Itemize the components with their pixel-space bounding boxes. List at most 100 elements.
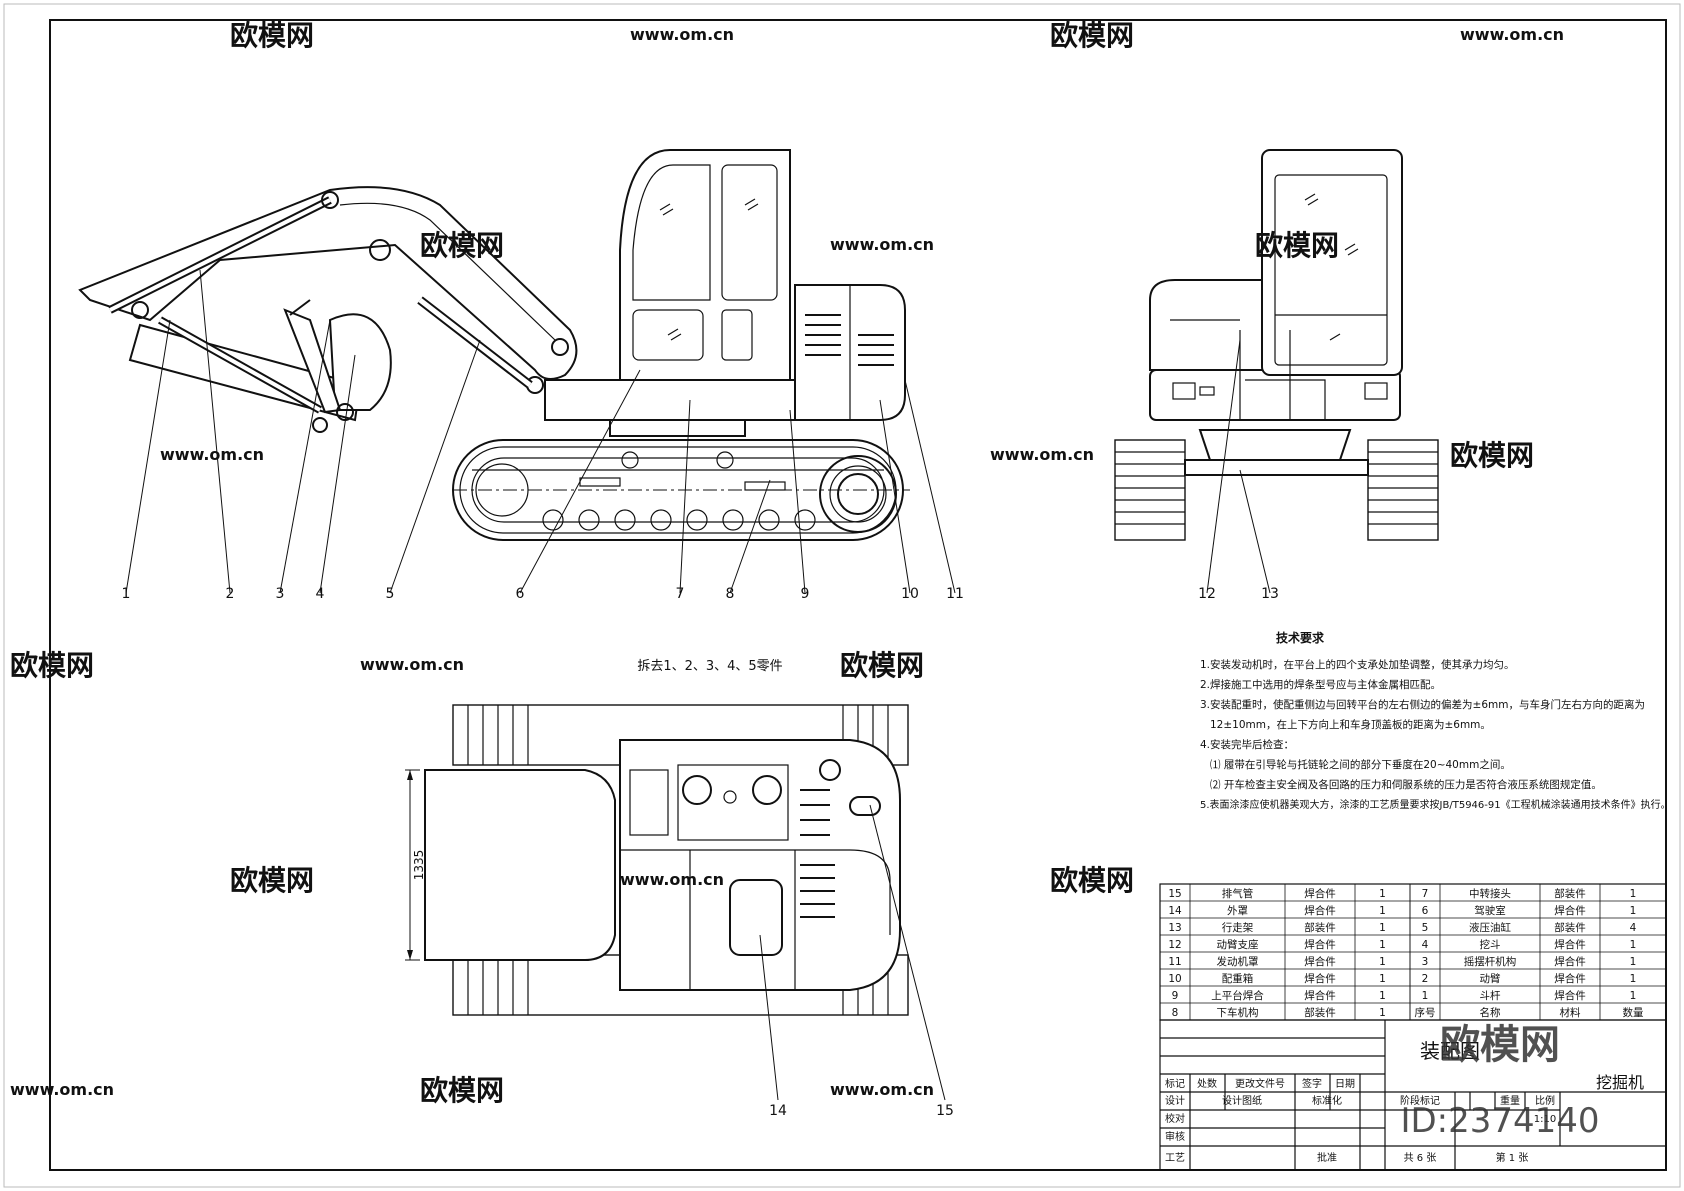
- title-block: 标记 处数 更改文件号 签字 日期 设计 设计图纸 标准化 校对 审核 工艺 批…: [1159, 1019, 1667, 1171]
- cab-side: [619, 149, 791, 381]
- watermark-brand: 欧模网: [1050, 19, 1134, 52]
- bom-cell: 1: [1379, 922, 1386, 934]
- bom-cell: 行走架: [1222, 921, 1254, 934]
- watermark-url: www.om.cn: [620, 870, 724, 889]
- watermark-url: www.om.cn: [1460, 25, 1564, 44]
- bom-cell: 挖斗: [1480, 938, 1501, 951]
- bom-cell: 排气管: [1222, 887, 1254, 900]
- watermark-brand: 欧模网: [1450, 439, 1534, 472]
- balloon-labels: 1 2 3 4 5 6 7 8 9 10 11 12 13 14 15: [122, 586, 1279, 1119]
- watermark-brand: 欧模网: [840, 649, 924, 682]
- scale-label: 比例: [1535, 1094, 1555, 1107]
- front-right-track: [1367, 439, 1439, 541]
- hood-vents: [805, 314, 894, 366]
- watermark-brand: 欧模网: [230, 864, 314, 897]
- bom-cell: 部装件: [1554, 887, 1586, 900]
- assembly-label: 装配图: [1420, 1039, 1480, 1063]
- bom-cell: 中转接头: [1469, 887, 1511, 900]
- bom-cell: 焊合件: [1304, 904, 1336, 917]
- bom-cell: 驾驶室: [1474, 904, 1506, 917]
- tech-req-item: 2.焊接施工中选用的焊条型号应与主体金属相匹配。: [1200, 678, 1441, 691]
- view-note: 拆去1、2、3、4、5零件: [637, 659, 782, 674]
- bom-cell: 上平台焊合: [1211, 989, 1264, 1002]
- rev-label: 处数: [1197, 1077, 1217, 1090]
- top-view: [405, 704, 909, 1016]
- balloon-12: 12: [1198, 586, 1216, 602]
- bom-cell: 5: [1422, 922, 1429, 934]
- bom-cell: 焊合件: [1304, 938, 1336, 951]
- watermark-url: www.om.cn: [360, 655, 464, 674]
- watermark-url: www.om.cn: [630, 25, 734, 44]
- bom-cell: 液压油缸: [1469, 921, 1511, 934]
- track-rollers: [542, 509, 816, 531]
- front-left-track: [1114, 439, 1186, 541]
- rev-label: 签字: [1302, 1077, 1322, 1090]
- bom-cell: 焊合件: [1304, 955, 1336, 968]
- bom-header-cell: 数量: [1623, 1006, 1645, 1019]
- watermark-brand-large: 欧模网: [1440, 1022, 1560, 1068]
- bom-header-cell: 材料: [1560, 1006, 1582, 1019]
- watermarks: 欧模网 欧模网 www.om.cn www.om.cn 欧模网 欧模网 www.…: [10, 19, 1564, 1107]
- bom-header-cell: 名称: [1480, 1006, 1502, 1019]
- top-boom-outline: [424, 769, 616, 961]
- balloon-9: 9: [801, 586, 810, 602]
- approve-label: 批准: [1317, 1151, 1337, 1164]
- balloon-3: 3: [276, 586, 285, 602]
- bucket: [328, 313, 392, 411]
- bom-cell: 焊合件: [1304, 887, 1336, 900]
- rev-label: 日期: [1335, 1078, 1355, 1090]
- tech-req-item: ⑴ 履带在引导轮与托链轮之间的部分下垂度在20~40mm之间。: [1210, 758, 1511, 771]
- drawing-frame: [49, 19, 1667, 1171]
- bom-cell: 9: [1172, 990, 1179, 1002]
- watermark-brand: 欧模网: [230, 19, 314, 52]
- front-view: [1114, 149, 1439, 541]
- bom-cell: 15: [1168, 888, 1181, 900]
- watermark-brand: 欧模网: [1050, 864, 1134, 897]
- bom-cell: 外罩: [1227, 905, 1248, 917]
- front-cab: [1261, 149, 1403, 376]
- watermark-brand: 欧模网: [420, 229, 504, 262]
- watermark-brand: 欧模网: [10, 649, 94, 682]
- bom-cell: 1: [1379, 888, 1386, 900]
- rev-label: 更改文件号: [1235, 1077, 1285, 1090]
- bom-cell: 1: [1379, 905, 1386, 917]
- bom-cell: 斗杆: [1480, 989, 1502, 1002]
- balloon-7: 7: [676, 586, 685, 602]
- balloon-10: 10: [901, 586, 919, 602]
- watermark-brand: 欧模网: [1255, 229, 1339, 262]
- rev-label: 标记: [1165, 1078, 1185, 1090]
- bom-cell: 动臂支座: [1217, 938, 1259, 951]
- total-sheets: 共 6 张: [1404, 1152, 1437, 1164]
- balloon-6: 6: [516, 586, 525, 602]
- review-label: 审核: [1165, 1130, 1185, 1143]
- bom-cell: 10: [1168, 973, 1181, 985]
- watermark-url: www.om.cn: [830, 235, 934, 254]
- bom-cell: 焊合件: [1554, 989, 1586, 1002]
- bom-cell: 1: [1379, 1007, 1386, 1019]
- balloon-5: 5: [386, 586, 395, 602]
- balloon-8: 8: [726, 586, 735, 602]
- balloon-14: 14: [769, 1103, 787, 1119]
- design-label: 设计: [1165, 1094, 1185, 1107]
- bom-cell: 下车机构: [1217, 1006, 1259, 1019]
- sheet-number: 第 1 张: [1496, 1151, 1529, 1164]
- bom-cell: 配重箱: [1222, 972, 1254, 985]
- watermark-url: www.om.cn: [990, 445, 1094, 464]
- outer-trim-border: [3, 3, 1681, 1188]
- bom-cell: 12: [1168, 939, 1181, 951]
- bom-cell: 焊合件: [1304, 989, 1336, 1002]
- bom-cell: 1: [1379, 990, 1386, 1002]
- watermark-url: www.om.cn: [160, 445, 264, 464]
- scale-value: 1:10: [1534, 1114, 1556, 1125]
- balloon-11: 11: [946, 586, 964, 602]
- product-name: 挖掘机: [1596, 1073, 1644, 1092]
- bom-cell: 1: [1630, 956, 1637, 968]
- bom-cell: 6: [1422, 905, 1429, 917]
- bom-cell: 动臂: [1480, 972, 1502, 985]
- bom-cell: 4: [1422, 939, 1429, 951]
- technical-requirements: 技术要求 1.安装发动机时，在平台上的四个支承处加垫调整，使其承力均匀。 2.焊…: [1200, 630, 1671, 811]
- bom-cell: 13: [1168, 922, 1181, 934]
- standardize-label: 标准化: [1312, 1094, 1342, 1107]
